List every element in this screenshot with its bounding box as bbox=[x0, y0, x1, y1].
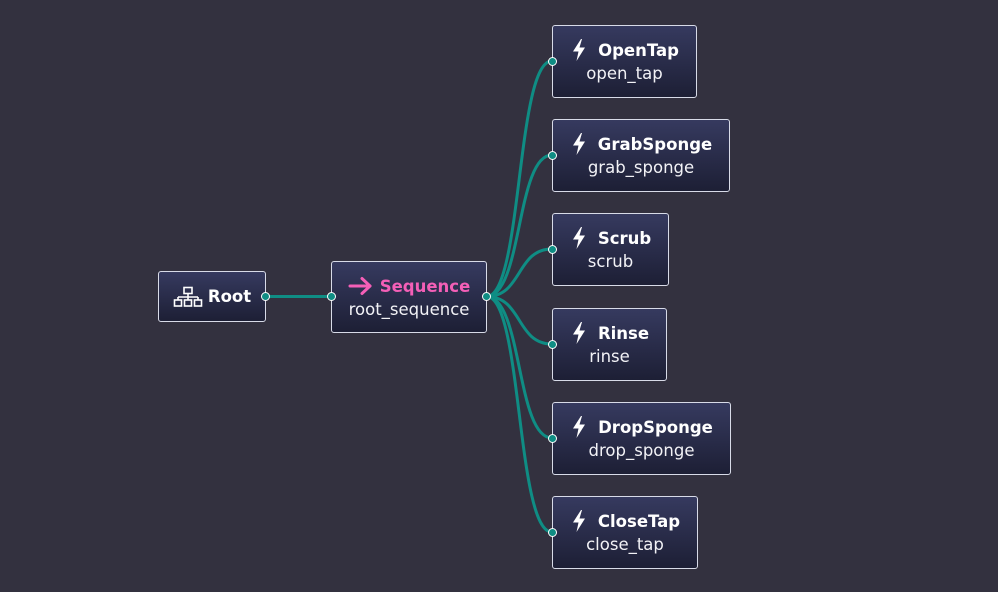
action-node-header: Scrub bbox=[553, 214, 668, 250]
lightning-icon bbox=[570, 132, 588, 156]
action-node-drop-sponge[interactable]: DropSponge drop_sponge bbox=[552, 402, 731, 475]
action-node-label: DropSponge bbox=[598, 417, 713, 437]
sequence-output-port[interactable] bbox=[482, 292, 491, 301]
edge-sequence-to-open-tap bbox=[486, 59, 553, 298]
action-node-scrub[interactable]: Scrub scrub bbox=[552, 213, 669, 286]
action-node-grab-sponge[interactable]: GrabSponge grab_sponge bbox=[552, 119, 730, 192]
edge-sequence-to-grab-sponge bbox=[486, 153, 553, 298]
root-output-port[interactable] bbox=[261, 292, 270, 301]
sequence-input-port[interactable] bbox=[327, 292, 336, 301]
action-input-port[interactable] bbox=[547, 56, 557, 66]
action-input-port[interactable] bbox=[547, 150, 557, 160]
hierarchy-icon bbox=[173, 286, 203, 308]
action-input-port[interactable] bbox=[547, 527, 557, 537]
edge-sequence-to-close-tap bbox=[486, 295, 553, 534]
action-node-header: Rinse bbox=[553, 309, 666, 345]
sequence-node-header: Sequence bbox=[332, 262, 486, 298]
edge-sequence-to-rinse bbox=[486, 295, 553, 346]
lightning-icon bbox=[570, 226, 588, 250]
action-node-header: OpenTap bbox=[553, 26, 696, 62]
root-node[interactable]: Root bbox=[158, 271, 266, 322]
sequence-node-name: root_sequence bbox=[348, 300, 470, 319]
root-node-header: Root bbox=[159, 272, 265, 321]
action-node-header: DropSponge bbox=[553, 403, 730, 439]
action-node-rinse[interactable]: Rinse rinse bbox=[552, 308, 667, 381]
action-node-label: Rinse bbox=[597, 323, 650, 343]
action-node-name: open_tap bbox=[586, 64, 663, 83]
action-node-name: rinse bbox=[589, 347, 630, 366]
action-node-name: close_tap bbox=[586, 535, 664, 554]
action-node-header: GrabSponge bbox=[553, 120, 729, 156]
sequence-node[interactable]: Sequence root_sequence bbox=[331, 261, 487, 333]
action-node-label: OpenTap bbox=[598, 40, 679, 60]
arrow-right-icon bbox=[348, 276, 374, 296]
root-node-label: Root bbox=[207, 287, 252, 306]
action-node-name: drop_sponge bbox=[588, 441, 695, 460]
lightning-icon bbox=[570, 415, 588, 439]
lightning-icon bbox=[570, 38, 588, 62]
action-input-port[interactable] bbox=[547, 433, 557, 443]
action-node-label: Scrub bbox=[597, 228, 652, 248]
action-node-label: GrabSponge bbox=[597, 134, 713, 154]
edge-sequence-to-scrub bbox=[486, 247, 553, 298]
action-node-open-tap[interactable]: OpenTap open_tap bbox=[552, 25, 697, 98]
action-node-header: CloseTap bbox=[553, 497, 697, 533]
action-node-close-tap[interactable]: CloseTap close_tap bbox=[552, 496, 698, 569]
edge-sequence-to-drop-sponge bbox=[486, 295, 553, 440]
action-node-name: scrub bbox=[587, 252, 634, 271]
sequence-node-label: Sequence bbox=[379, 276, 471, 296]
action-node-name: grab_sponge bbox=[587, 158, 695, 177]
lightning-icon bbox=[570, 509, 588, 533]
action-input-port[interactable] bbox=[547, 244, 557, 254]
action-input-port[interactable] bbox=[547, 339, 557, 349]
action-node-label: CloseTap bbox=[597, 511, 681, 531]
lightning-icon bbox=[570, 321, 588, 345]
